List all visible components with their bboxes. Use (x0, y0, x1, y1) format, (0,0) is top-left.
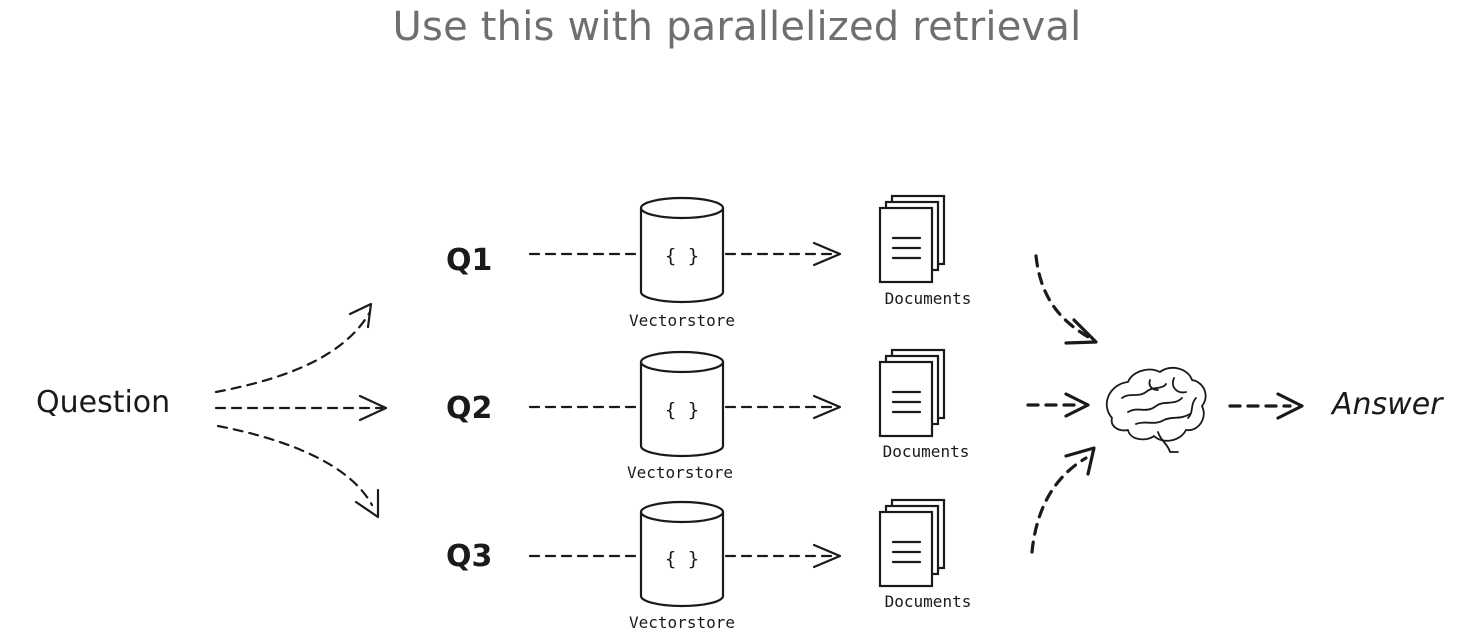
documents-icon (878, 194, 946, 284)
vectorstore-label: Vectorstore (629, 613, 735, 632)
retrieval-row-1: { } Vectorstore Documents (528, 194, 972, 330)
documents-icon (878, 348, 946, 438)
vectorstore-symbol: { } (665, 245, 699, 267)
answer-label: Answer (1330, 387, 1444, 422)
question-label: Question (36, 385, 170, 420)
retrieval-row-3: { } Vectorstore Documents (528, 498, 972, 632)
arrow-icon (812, 394, 842, 420)
database-icon: { } (639, 350, 725, 458)
vectorstore-symbol: { } (665, 399, 699, 421)
arrow-icon (812, 543, 842, 569)
vectorstore-label: Vectorstore (629, 311, 735, 330)
brain-icon (1106, 366, 1207, 453)
query-label-q1: Q1 (446, 243, 492, 278)
diagram-title: Use this with parallelized retrieval (392, 4, 1082, 50)
arrow-icon (812, 241, 842, 267)
documents-label: Documents (885, 592, 972, 611)
query-label-q2: Q2 (446, 391, 492, 426)
question-to-q1-arrow (214, 302, 373, 394)
query-label-q3: Q3 (446, 539, 492, 574)
database-icon: { } (639, 500, 725, 608)
documents-to-brain-arrow-1 (1034, 254, 1098, 345)
documents-to-brain-arrow-3 (1030, 446, 1096, 554)
question-to-q3-arrow (216, 424, 380, 519)
brain-to-answer-arrow (1228, 392, 1304, 420)
vectorstore-label: Vectorstore (627, 463, 733, 482)
retrieval-row-2: { } Vectorstore Documents (528, 348, 970, 482)
documents-icon (878, 498, 946, 588)
documents-label: Documents (883, 442, 970, 461)
vectorstore-symbol: { } (665, 548, 699, 570)
documents-to-brain-arrow-2 (1026, 392, 1090, 418)
documents-label: Documents (885, 289, 972, 308)
question-to-q2-arrow (214, 394, 388, 422)
database-icon: { } (639, 196, 725, 304)
